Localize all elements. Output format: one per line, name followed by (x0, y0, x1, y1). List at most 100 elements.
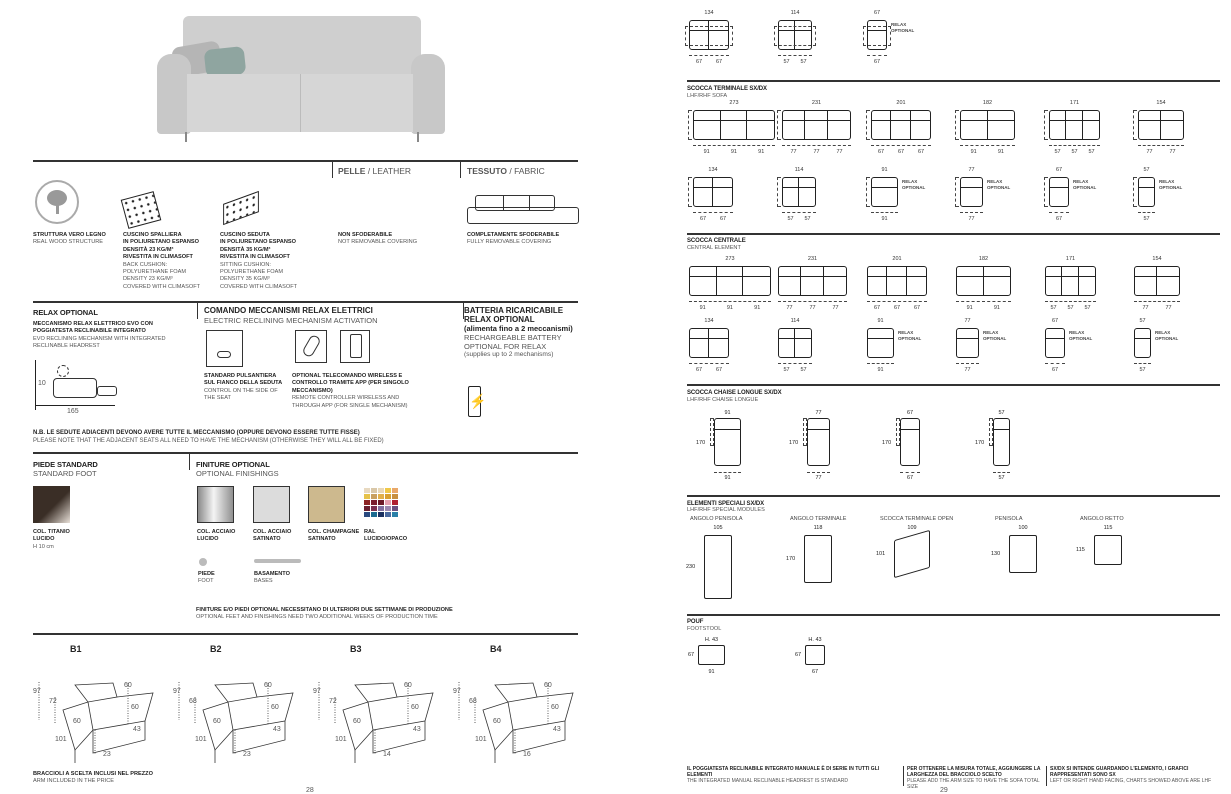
special-depth-label: 101 (876, 551, 886, 557)
seat (805, 111, 828, 139)
seat-width: 57 (1088, 149, 1095, 155)
ral-swatch (371, 500, 377, 505)
module-total-width: 171 (1065, 256, 1076, 262)
seat (801, 267, 824, 295)
arm-width-label: 23 (243, 751, 251, 758)
module-outline (782, 177, 816, 207)
seat (690, 267, 717, 295)
module-outline (1045, 328, 1065, 358)
side-outline (685, 26, 733, 46)
ral-swatch (385, 488, 391, 493)
seat-width: 67 (873, 59, 881, 65)
ral-swatch (378, 494, 384, 499)
armrest-outline (1133, 177, 1137, 207)
module-total-width: 67 (1055, 167, 1063, 173)
divider (197, 303, 198, 319)
module-total-width: 134 (704, 318, 714, 324)
seat (783, 178, 800, 206)
seat-width: 57 (800, 367, 807, 373)
module-outline (689, 266, 771, 296)
relax-label: RELAX (1073, 179, 1089, 184)
relax-label: RELAX (902, 179, 918, 184)
seat-widths: 57 (1138, 212, 1155, 222)
divider (687, 495, 1220, 497)
relax-desc-en: EVO RECLINING MECHANISM WITH INTEGRATED … (33, 336, 166, 350)
seat-width: 77 (813, 149, 820, 155)
special-width-label: 118 (813, 525, 823, 531)
seat (983, 267, 1010, 295)
seat-width: 91 (699, 305, 706, 311)
seat-widths: 67 (1045, 363, 1065, 373)
module-total-width: 114 (790, 318, 800, 324)
backrest-line (957, 276, 983, 277)
module-total-width: 201 (896, 100, 906, 106)
backrest-line (783, 120, 805, 121)
seat-width: 91 (877, 367, 884, 373)
backrest-line (709, 338, 728, 339)
backrest-line (779, 30, 795, 31)
backrest-line (1161, 120, 1183, 121)
seat (1139, 178, 1154, 206)
armrest-outline (777, 110, 781, 140)
backrest-line (827, 120, 850, 121)
module-outline (1049, 177, 1069, 207)
backrest-line (713, 187, 732, 188)
divider (33, 633, 578, 635)
seat-depth-label: 60 (551, 704, 559, 711)
section-title: SCOCCA TERMINALE SX/DX (687, 86, 767, 92)
chaise-outline (714, 418, 741, 466)
seat-width: 57 (1050, 305, 1057, 311)
backrest-line (1135, 338, 1150, 339)
seat-width: 91 (758, 149, 765, 155)
module-total-width: 114 (790, 10, 800, 16)
special-depth-label: 115 (1076, 547, 1085, 553)
module-outline (693, 177, 733, 207)
armrest-outline (1044, 177, 1048, 207)
special-module-name: ANGOLO PENISOLA (690, 516, 743, 522)
seat (1135, 329, 1150, 357)
section-subtitle: FOOTSTOOL (687, 626, 722, 632)
armrest-outline (688, 110, 692, 140)
module-total-width: 67 (1051, 318, 1059, 324)
module-outline (956, 328, 979, 358)
chaise-outline (807, 418, 830, 466)
relax-label: RELAX (1155, 330, 1171, 335)
arm-outline (896, 418, 900, 446)
divider (687, 614, 1220, 616)
section-title: POUF (687, 619, 704, 625)
module-outline (693, 110, 775, 140)
seat (709, 329, 728, 357)
seat-widths: 57 (1134, 363, 1151, 373)
divider (189, 454, 190, 470)
module-total-width: 201 (892, 256, 902, 262)
seat (795, 21, 811, 49)
backrest-line (801, 276, 823, 277)
seat (713, 178, 732, 206)
arm-outline (803, 418, 807, 446)
pouf-height-label: H. 43 (704, 637, 719, 643)
ral-swatch (371, 488, 377, 493)
backrest-line (1135, 276, 1157, 277)
seat-widths: 91 (867, 363, 894, 373)
seat (891, 111, 911, 139)
backrest-line (868, 338, 893, 339)
relax-label: OPTIONAL (1155, 336, 1179, 341)
seat (957, 267, 984, 295)
seat (887, 267, 907, 295)
backrest-line (987, 120, 1014, 121)
